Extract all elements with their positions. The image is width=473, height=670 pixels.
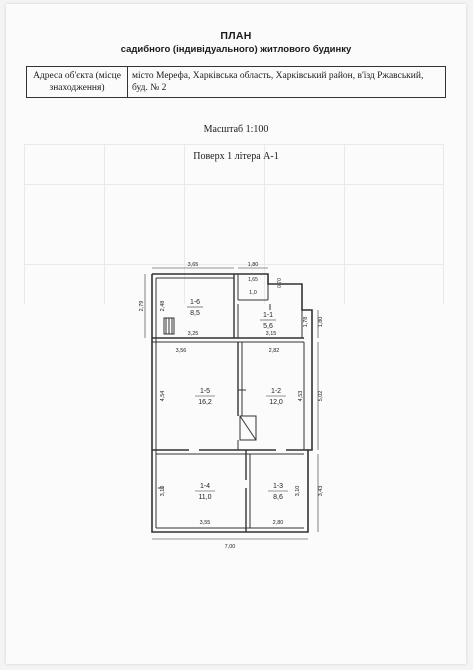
room-1-6-id: 1-6 bbox=[190, 299, 200, 306]
dim-right-total: 5,02 bbox=[318, 391, 324, 402]
document-subtitle: садибного (індивідуального) житлового бу… bbox=[120, 44, 352, 55]
room-1-4-area: 11,0 bbox=[198, 494, 211, 501]
document-page: ПЛАН садибного (індивідуального) житлово… bbox=[6, 4, 466, 664]
dim-room11-h: 1,78 bbox=[303, 317, 309, 328]
room-1-2-area: 12,0 bbox=[269, 399, 283, 406]
scale-label: Масштаб 1:100 bbox=[203, 124, 269, 135]
document-title: ПЛАН bbox=[220, 30, 252, 42]
dim-room16-h: 2,48 bbox=[160, 301, 166, 312]
room-1-1-area: 5,6 bbox=[263, 323, 273, 330]
floor-label: Поверх 1 літера А-1 bbox=[193, 151, 279, 162]
dim-room14-h: 3,10 bbox=[160, 486, 166, 497]
dim-top-left: 3,65 bbox=[188, 262, 199, 268]
floor-plan: 1-6 8,5 1-1 5,6 1-5 16,2 1-2 12,0 1-4 11… bbox=[139, 262, 324, 550]
room-small-area: 1,0 bbox=[249, 290, 257, 296]
dim-room13-w: 2,80 bbox=[273, 520, 284, 526]
room-1-6-area: 8,5 bbox=[190, 310, 200, 317]
dim-room12-w: 2,82 bbox=[269, 348, 280, 354]
dim-right-upper: 1,80 bbox=[318, 317, 324, 328]
dim-left-top: 2,79 bbox=[139, 301, 145, 312]
dim-room15-w: 3,56 bbox=[176, 348, 187, 354]
room-1-5-id: 1-5 bbox=[200, 388, 210, 395]
room-1-1-id: 1-1 bbox=[263, 312, 273, 319]
room-1-5-area: 16,2 bbox=[198, 399, 212, 406]
dim-room12-h: 4,53 bbox=[298, 391, 304, 402]
dim-top-small: 1,65 bbox=[248, 277, 258, 283]
dim-right-lower: 3,43 bbox=[318, 486, 324, 497]
address-value: місто Мерефа, Харківська область, Харків… bbox=[127, 66, 446, 98]
dim-room14-w: 3,55 bbox=[200, 520, 211, 526]
address-label: Адреса об'єкта (місце знаходження) bbox=[26, 66, 128, 98]
dim-room13-h: 3,10 bbox=[295, 486, 301, 497]
dim-room16-w: 3,25 bbox=[188, 331, 199, 337]
dim-room15-h: 4,54 bbox=[160, 391, 166, 402]
dim-top-mid: 1,80 bbox=[248, 262, 259, 268]
dim-top-right-v: 0,70 bbox=[277, 278, 283, 288]
room-1-2-id: 1-2 bbox=[271, 388, 281, 395]
room-1-4-id: 1-4 bbox=[200, 483, 210, 490]
dim-total-w: 7,00 bbox=[225, 544, 236, 550]
address-table: Адреса об'єкта (місце знаходження) місто… bbox=[26, 66, 446, 98]
room-1-3-id: 1-3 bbox=[273, 483, 283, 490]
dim-room11-w: 3,15 bbox=[266, 331, 277, 337]
room-1-3-area: 8,6 bbox=[273, 494, 283, 501]
